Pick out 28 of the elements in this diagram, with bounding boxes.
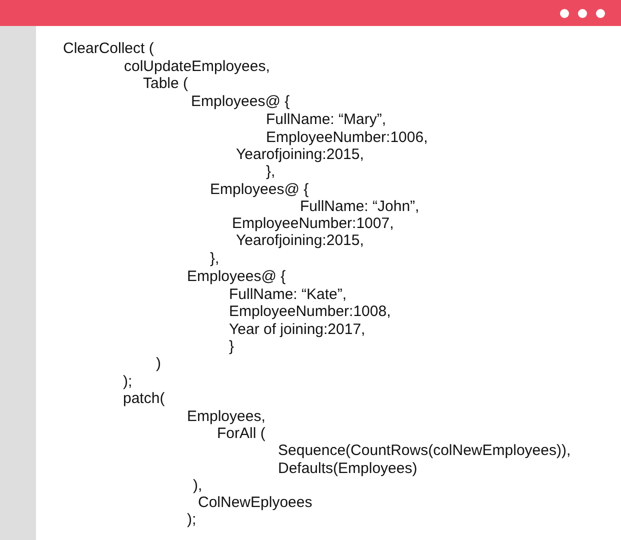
code-line: FullName: “John”, [300,198,420,216]
code-line: Employees@ { [191,93,290,111]
code-line: }, [210,250,220,268]
code-line: ); [123,373,132,391]
code-line: EmployeeNumber:1007, [232,215,394,233]
code-line: }, [266,163,276,181]
code-line: ClearCollect ( [63,40,154,58]
code-line: Year of joining:2017, [229,321,366,339]
code-line: Table ( [143,75,188,93]
code-line: Employees@ { [187,268,286,286]
code-line: colUpdateEmployees, [124,58,270,76]
code-line: ColNewEplyoees [198,494,312,512]
code-line: ForAll ( [217,425,266,443]
code-line: Yearofjoining:2015, [236,146,364,164]
code-line: EmployeeNumber:1006, [266,129,428,147]
code-line: EmployeeNumber:1008, [229,303,391,321]
code-line: Defaults(Employees) [278,460,418,478]
code-line: ) [156,355,161,373]
code-line: Employees@ { [210,181,309,199]
code-line: patch( [123,390,165,408]
code-line: ); [187,511,196,529]
code-line: FullName: “Kate”, [229,286,347,304]
code-line: Sequence(CountRows(colNewEmployees)), [278,442,571,460]
code-line: FullName: “Mary”, [266,111,386,129]
code-line: Employees, [187,408,266,426]
code-line: ), [193,477,202,495]
code-line: Yearofjoining:2015, [236,232,364,250]
code-line: } [229,338,234,356]
